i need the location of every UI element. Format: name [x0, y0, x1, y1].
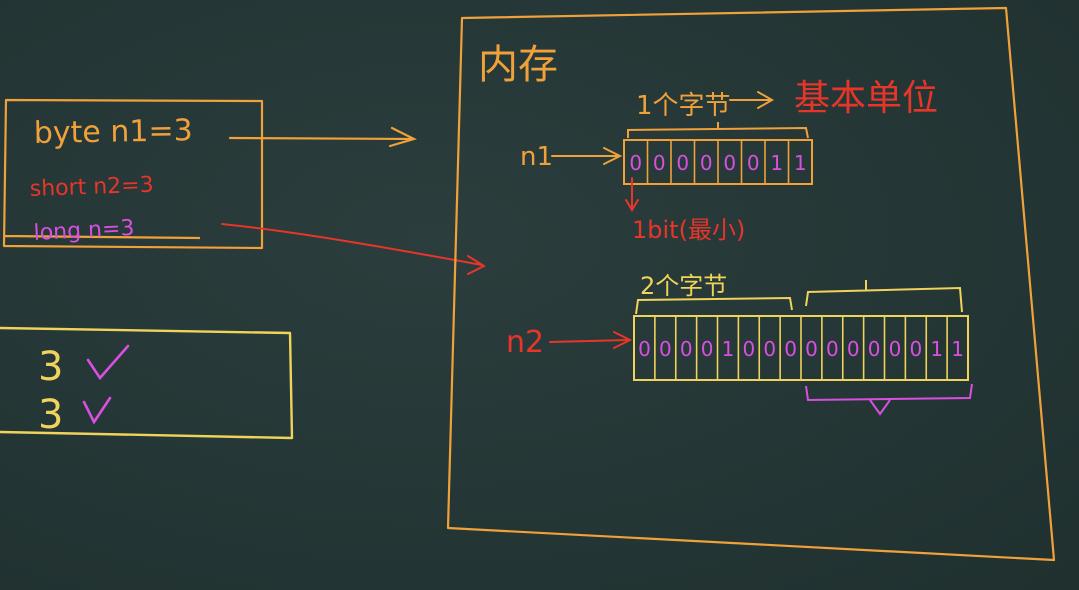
- basic-unit-label: 基本单位: [794, 78, 938, 119]
- n2-brace-right: [805, 280, 963, 313]
- result-box: [0, 326, 294, 440]
- n2-cell-bit: 0: [742, 337, 755, 361]
- n1-cell-bit: 1: [770, 151, 783, 175]
- n2-cell-bit: 0: [638, 337, 651, 361]
- memory-title: 内存: [478, 42, 558, 88]
- n2-cell-bit: 0: [868, 337, 881, 361]
- byte-size-label: 1个字节: [636, 91, 731, 121]
- n2-cell-bit: 1: [930, 337, 943, 361]
- n1-cell-bit: 0: [653, 151, 666, 175]
- bit-note: 1bit(最小): [632, 216, 745, 244]
- n1-cell-bit: 0: [629, 151, 642, 175]
- n2-cell-bit: 0: [826, 337, 839, 361]
- n2-cell-bit: 1: [951, 337, 964, 361]
- check-icon-1: [86, 344, 130, 381]
- n2-cell-bit: 1: [722, 337, 735, 361]
- n2-cell-bit: 0: [909, 337, 922, 361]
- n1-cell-bit: 0: [676, 151, 689, 175]
- n2-cell-bit: 0: [847, 337, 860, 361]
- n1-cell-bit: 0: [723, 151, 736, 175]
- bit-pointer-arrow: [625, 177, 639, 212]
- n1-cell-bit: 0: [747, 151, 760, 175]
- n1-label: n1: [520, 142, 553, 172]
- code-box: [2, 98, 264, 250]
- code-line-long: long n=3: [33, 216, 135, 246]
- code-line-short: short n2=3: [29, 173, 154, 202]
- memory-box: [446, 6, 1056, 562]
- n2-cell-bit: 0: [701, 337, 714, 361]
- long-arrow: [221, 223, 487, 275]
- n2-cell-bit: 0: [763, 337, 776, 361]
- byte-arrow: [228, 126, 418, 148]
- n1-cell-bit: 0: [700, 151, 713, 175]
- result-value-1: 3: [38, 344, 63, 390]
- n2-brace-left: [635, 296, 793, 315]
- n2-cell-bit: 0: [805, 337, 818, 361]
- low-byte-brace: [805, 383, 973, 416]
- n2-cell-bit: 0: [659, 337, 672, 361]
- n2-cell-bit: 0: [784, 337, 797, 361]
- n2-cell-bit: 0: [889, 337, 902, 361]
- n2-arrow: [549, 331, 633, 349]
- check-icon-2: [82, 396, 112, 425]
- n1-brace: [627, 122, 809, 139]
- n2-bytes-label: 2个字节: [640, 272, 727, 300]
- result-value-2: 3: [38, 392, 63, 438]
- n1-arrow: [551, 147, 623, 165]
- n2-label: n2: [506, 325, 544, 360]
- n2-cell-bit: 0: [680, 337, 693, 361]
- basic-unit-arrow: [729, 91, 775, 109]
- n1-cell-bit: 1: [794, 151, 807, 175]
- code-line-byte: byte n1=3: [34, 113, 193, 151]
